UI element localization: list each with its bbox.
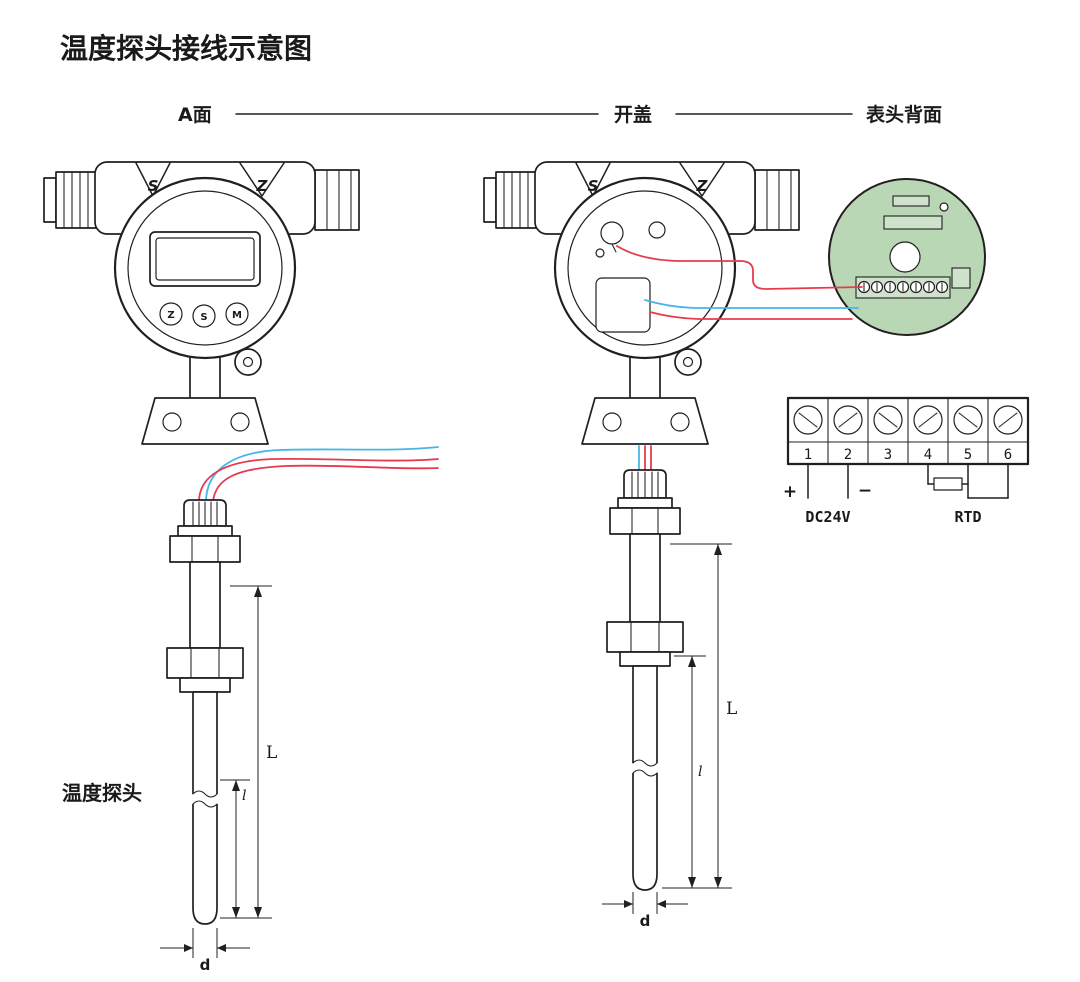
pcb-center-hole: [889, 241, 921, 273]
dimension-d-open-label: d: [640, 912, 651, 930]
dimension-L-front-label: L: [266, 743, 277, 763]
vent-hole: [648, 221, 666, 239]
lcd-display-window: [155, 237, 255, 281]
dimension-d-open: d: [602, 892, 688, 930]
button-s-label: S: [200, 312, 207, 323]
probe-cable-blue: [205, 446, 439, 503]
probe-tube-2: [632, 665, 658, 891]
rtd-resistor: [933, 477, 963, 491]
housing-letter-z-front: Z: [256, 177, 269, 195]
display-buttons: Z S M: [159, 302, 249, 328]
terminal-number-5: 5: [964, 447, 972, 463]
terminal-number-3: 3: [884, 447, 892, 463]
dimension-L-open-label: L: [726, 699, 737, 719]
section-label-meter-back: 表头背面: [866, 103, 942, 126]
button-m: [225, 302, 249, 326]
polarity-minus: −: [858, 481, 872, 501]
terminal-number-6: 6: [1004, 447, 1012, 463]
pcb-component-2: [883, 215, 943, 230]
button-s: [192, 304, 216, 328]
dimension-l-front-label: l: [242, 788, 246, 804]
section-label-a-side: A面: [178, 104, 212, 126]
terminal-number-1: 1: [804, 447, 812, 463]
dc24v-label: DC24V: [805, 508, 850, 526]
probe-break-mark-2: [630, 759, 660, 777]
display-face: Z S M: [149, 231, 261, 328]
dimension-d-front: d: [160, 928, 250, 974]
probe-cable-red-2: [212, 464, 439, 503]
probe-label: 温度探头: [62, 781, 142, 805]
wire-red-upper: [616, 245, 863, 290]
probe-cable-red-1: [198, 457, 439, 503]
dimension-l-open: l: [674, 655, 706, 888]
button-m-label: M: [232, 310, 242, 321]
section-headers: A面 开盖 表头背面: [178, 103, 942, 126]
housing-letter-s-front: S: [148, 177, 159, 195]
dimension-l-front: l: [220, 779, 250, 918]
transmitter-housing-front: [42, 160, 361, 446]
dimension-d-front-label: d: [200, 956, 211, 974]
wire-red-lower: [649, 311, 853, 320]
pcb-mount-hole: [939, 202, 949, 212]
button-z-label: Z: [167, 310, 174, 321]
pcb-back-view: [828, 178, 986, 336]
probe-shoulder-2: [619, 651, 671, 667]
probe-hex-nut-lower: [166, 647, 244, 679]
terminal-number-2: 2: [844, 447, 852, 463]
rtd-wiring: RTD: [927, 463, 1009, 526]
wire-blue: [644, 299, 859, 309]
polarity-plus: +: [783, 482, 797, 502]
pcb-terminal-screws: [857, 280, 949, 294]
section-label-open-cover: 开盖: [614, 103, 652, 126]
probe-collar: [177, 525, 233, 537]
temperature-probe-front: [166, 499, 244, 925]
probe-stem-2: [629, 533, 661, 623]
terminal-screws: [793, 405, 1023, 435]
open-cover-face: [595, 221, 666, 333]
terminal-block: 1 2 3 4 5 6 + − DC24V RTD: [783, 396, 1030, 526]
terminal-numbers: 1 2 3 4 5 6: [804, 447, 1012, 463]
pcb-component-3: [951, 267, 971, 289]
power-wiring: + − DC24V: [783, 463, 872, 526]
rtd-label: RTD: [954, 508, 981, 526]
probe-tube: [192, 691, 218, 925]
button-z: [159, 302, 183, 326]
temperature-probe-open: [606, 469, 684, 891]
probe-hex-nut-lower-2: [606, 621, 684, 653]
housing-letter-z-open: Z: [696, 177, 709, 195]
dimension-L-open: L: [662, 543, 737, 889]
cable-entry-hole: [600, 221, 624, 245]
housing-letter-s-open: S: [588, 177, 599, 195]
head-wiring: [616, 245, 863, 473]
dimension-L-front: L: [220, 585, 277, 919]
dimension-l-open-label: l: [698, 764, 702, 780]
probe-cables-front: [198, 446, 439, 503]
probe-hex-nut-upper: [169, 535, 241, 563]
probe-hex-nut-upper-2: [609, 507, 681, 535]
diagram-title: 温度探头接线示意图: [60, 32, 312, 65]
cover-screw: [595, 248, 605, 258]
probe-collar-2: [617, 497, 673, 509]
inner-window: [595, 277, 651, 333]
probe-shoulder: [179, 677, 231, 693]
probe-stem: [189, 561, 221, 649]
probe-break-mark: [190, 790, 220, 808]
terminal-number-4: 4: [924, 447, 932, 463]
pcb-component-1: [892, 195, 930, 207]
